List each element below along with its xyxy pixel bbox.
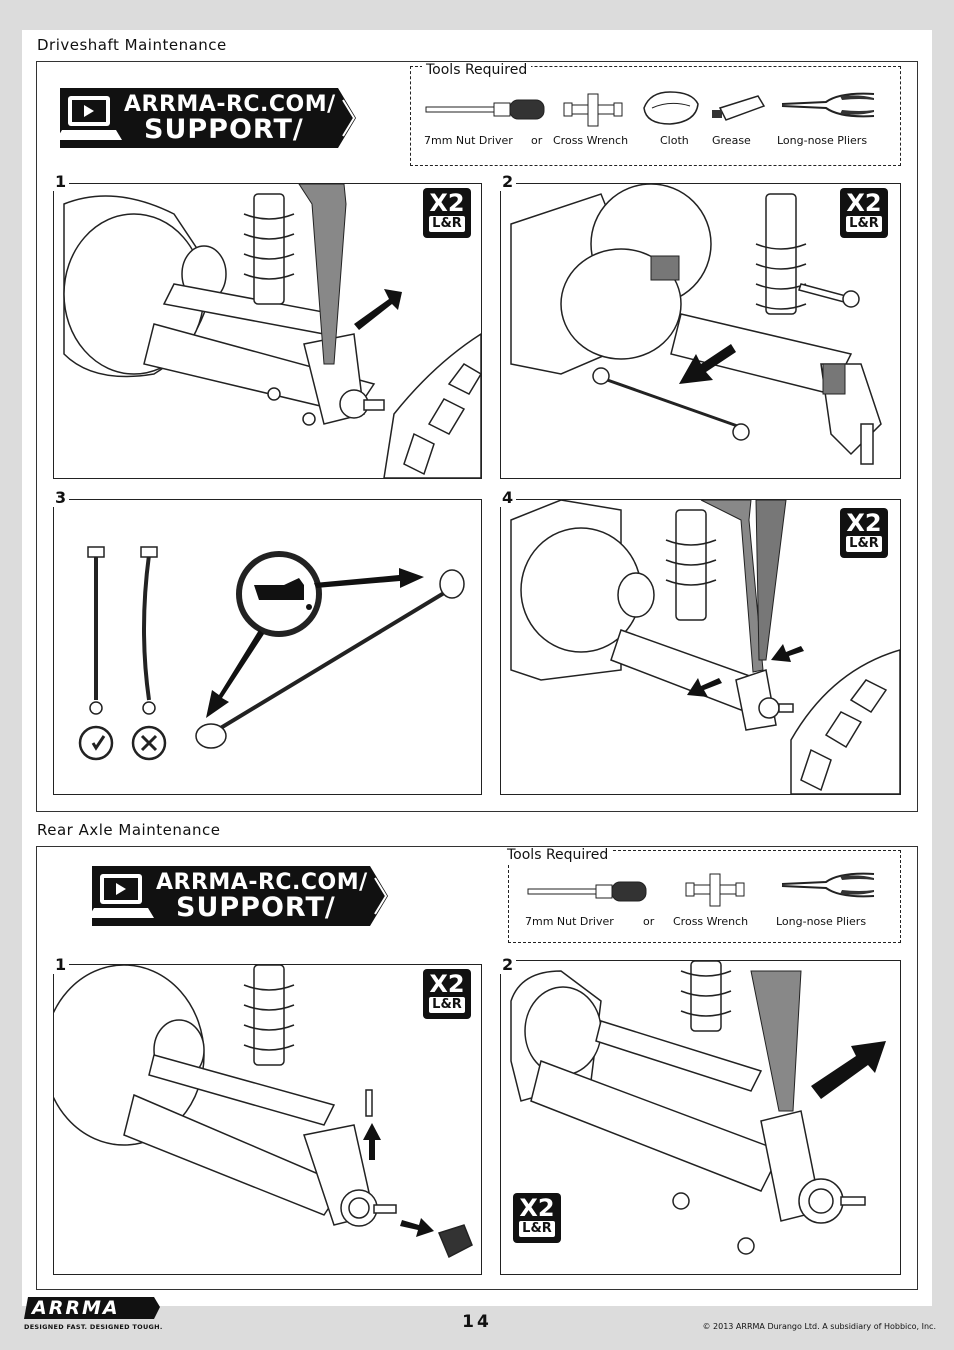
rear-step-number-1: 1 bbox=[52, 955, 70, 974]
banner-line2: SUPPORT/ bbox=[176, 892, 336, 923]
page-number: 14 bbox=[462, 1312, 492, 1332]
tools-title-2: Tools Required bbox=[503, 847, 613, 863]
banner-line1: ARRMA-RC.COM/ bbox=[124, 92, 336, 117]
step-number-2: 2 bbox=[499, 172, 517, 191]
rear-axle-install-illustration bbox=[510, 961, 886, 1255]
tool-label-pliers: Long-nose Pliers bbox=[776, 915, 867, 928]
arrow-icon bbox=[771, 644, 804, 662]
pliers-icon bbox=[781, 872, 875, 898]
support-banner-1[interactable]: ARRMA-RC.COM/ SUPPORT/ bbox=[56, 80, 363, 160]
step-number-1: 1 bbox=[52, 172, 70, 191]
tool-label-cross-wrench: Cross Wrench bbox=[673, 915, 749, 928]
support-banner-2[interactable]: ARRMA-RC.COM/ SUPPORT/ bbox=[88, 858, 395, 938]
step-panel-2 bbox=[500, 183, 901, 479]
step-panel-3 bbox=[53, 499, 482, 795]
nut-driver-icon bbox=[425, 99, 545, 120]
arrow-icon bbox=[811, 1041, 886, 1099]
rear-step-number-2: 2 bbox=[499, 955, 517, 974]
cloth-icon bbox=[643, 91, 699, 125]
cross-icon bbox=[140, 734, 158, 752]
tool-label-cloth: Cloth bbox=[660, 134, 689, 147]
logo-text: ARRMA bbox=[32, 1297, 120, 1319]
tools-required-box-2 bbox=[508, 850, 901, 943]
oil-can-icon bbox=[254, 578, 304, 600]
arrow-icon bbox=[206, 630, 264, 718]
tool-label-or: or bbox=[643, 915, 655, 928]
arrow-icon bbox=[363, 1123, 381, 1160]
step-panel-1 bbox=[53, 183, 482, 479]
step-number-4: 4 bbox=[499, 488, 517, 507]
copyright-text: © 2013 ARRMA Durango Ltd. A subsidiary o… bbox=[702, 1322, 936, 1331]
suspension-illustration bbox=[63, 184, 481, 478]
section-title-rear-axle: Rear Axle Maintenance bbox=[33, 821, 227, 839]
rear-step-panel-2 bbox=[500, 960, 901, 1275]
step-number-3: 3 bbox=[52, 488, 70, 507]
tool-label-cross-wrench: Cross Wrench bbox=[553, 134, 629, 147]
tool-label-nut-driver: 7mm Nut Driver bbox=[424, 134, 513, 147]
driveshaft-install-illustration bbox=[510, 500, 900, 794]
tool-label-or: or bbox=[531, 134, 543, 147]
pliers-icon bbox=[781, 92, 875, 118]
nut-driver-icon bbox=[527, 881, 647, 902]
arrow-icon bbox=[679, 344, 736, 384]
banner-line2: SUPPORT/ bbox=[144, 114, 304, 145]
rear-axle-removal-illustration bbox=[54, 965, 473, 1259]
tool-label-grease: Grease bbox=[712, 134, 751, 147]
cross-wrench-icon bbox=[563, 93, 623, 127]
driveshaft-inspection-illustration bbox=[78, 546, 465, 761]
rear-step-panel-1 bbox=[53, 964, 482, 1275]
check-icon bbox=[91, 735, 106, 751]
grease-tube-icon bbox=[712, 95, 766, 121]
arrma-logo: ARRMA bbox=[22, 1295, 162, 1325]
arrow-icon bbox=[354, 289, 402, 330]
arrow-icon bbox=[687, 678, 722, 697]
banner-line1: ARRMA-RC.COM/ bbox=[156, 870, 368, 895]
footer-tagline: DESIGNED FAST. DESIGNED TOUGH. bbox=[24, 1323, 163, 1331]
arrow-icon bbox=[314, 568, 424, 588]
step-panel-4 bbox=[500, 499, 901, 795]
cross-wrench-icon bbox=[685, 873, 745, 907]
section-title-driveshaft: Driveshaft Maintenance bbox=[33, 36, 233, 54]
driveshaft-removal-illustration bbox=[510, 184, 882, 465]
tool-label-pliers: Long-nose Pliers bbox=[777, 134, 868, 147]
tool-label-nut-driver: 7mm Nut Driver bbox=[525, 915, 614, 928]
arrow-icon bbox=[400, 1218, 434, 1237]
tools-title-1: Tools Required bbox=[422, 62, 532, 78]
